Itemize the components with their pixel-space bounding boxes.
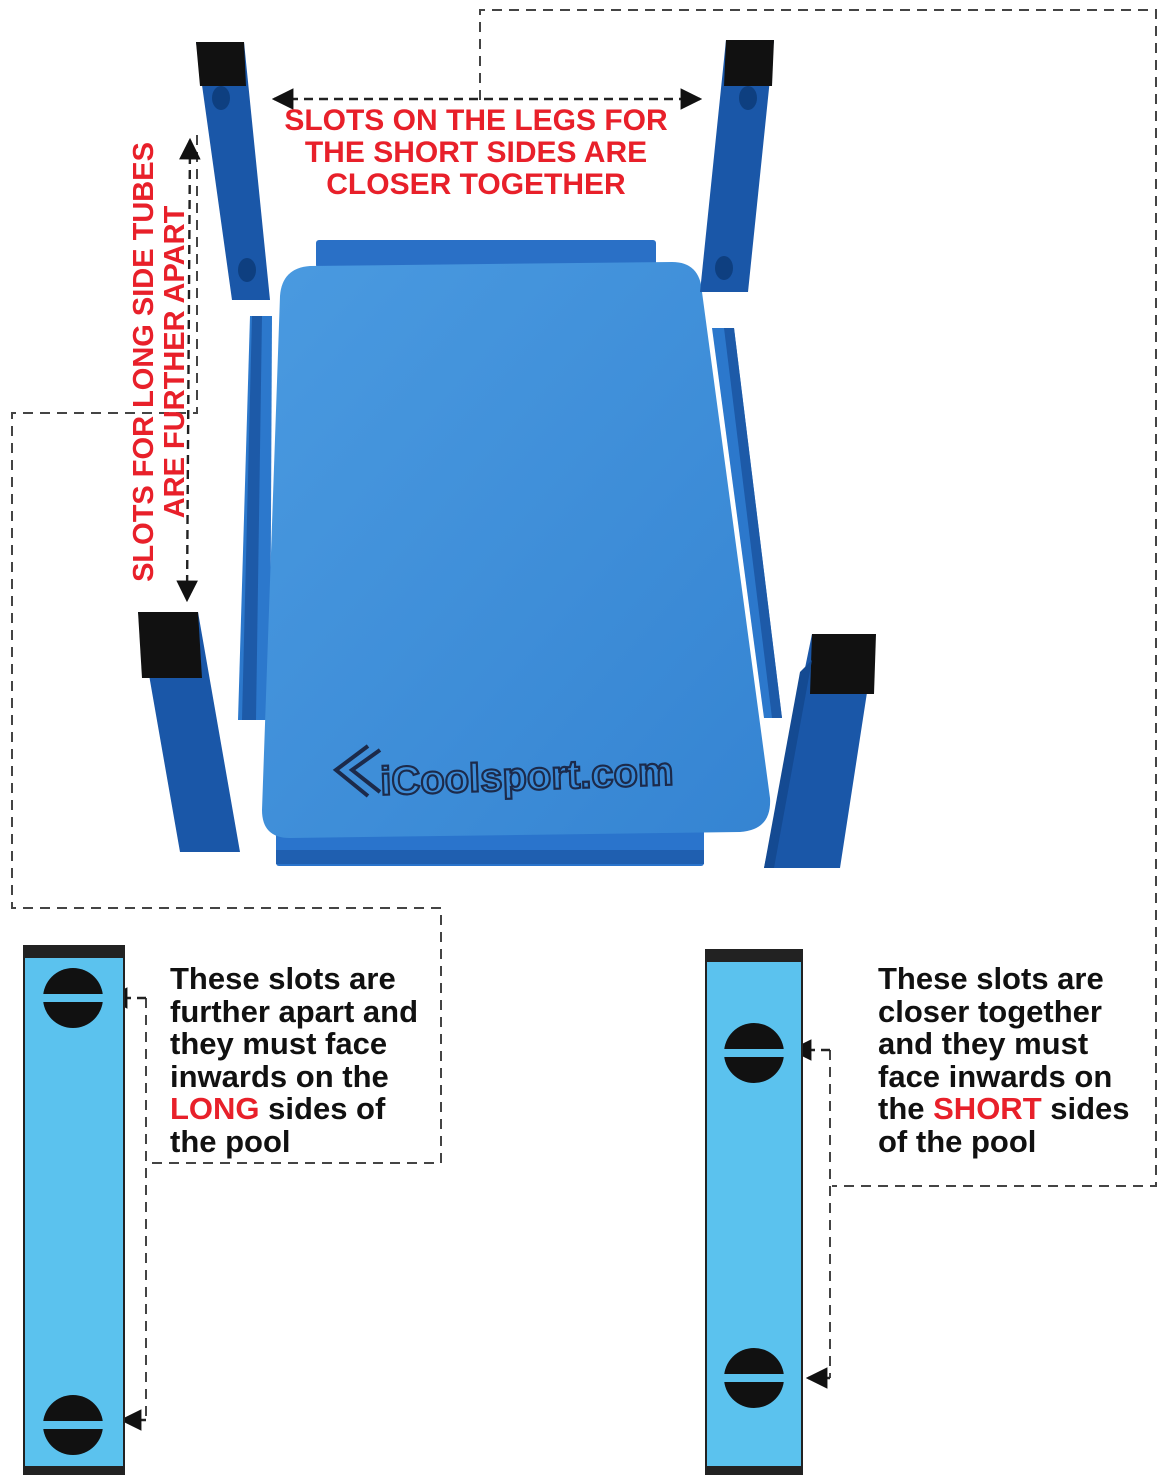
left-note-line-4: inwards on the	[170, 1061, 440, 1094]
left-note-line-5-rest: sides of	[260, 1091, 386, 1126]
top-label-line-3: CLOSER TOGETHER	[326, 168, 626, 201]
leg-back-left	[196, 42, 270, 300]
top-label: SLOTS ON THE LEGS FOR THE SHORT SIDES AR…	[284, 104, 668, 201]
leg-cap-bottom	[24, 1466, 124, 1475]
left-note-line-1: These slots are	[170, 963, 440, 996]
leg-detail-long-sides	[24, 946, 124, 1475]
left-note: These slots are further apart and they m…	[170, 963, 440, 1158]
long-highlight: LONG	[170, 1091, 260, 1126]
side-label-line-1: SLOTS FOR LONG SIDE TUBES	[128, 142, 160, 582]
right-note: These slots are closer together and they…	[878, 963, 1154, 1158]
left-note-line-6: the pool	[170, 1126, 440, 1159]
left-note-line-5: LONG sides of	[170, 1093, 440, 1126]
right-note-line-5: the SHORT sides	[878, 1093, 1154, 1126]
right-note-line-6: of the pool	[878, 1126, 1154, 1159]
side-label: SLOTS FOR LONG SIDE TUBES ARE FURTHER AP…	[128, 142, 191, 582]
leg-cap-top	[24, 946, 124, 958]
right-note-line-1: These slots are	[878, 963, 1154, 996]
leg-front-left	[138, 612, 240, 852]
side-label-line-2: ARE FURTHER APART	[159, 205, 191, 518]
leg-detail-short-sides	[706, 950, 802, 1475]
left-note-line-2: further apart and	[170, 996, 440, 1029]
leg-cap-bottom	[706, 1466, 802, 1475]
top-label-line-2: THE SHORT SIDES ARE	[305, 136, 647, 169]
leg-back-right	[700, 40, 774, 292]
pool-floor	[262, 262, 770, 838]
right-note-line-4: face inwards on	[878, 1061, 1154, 1094]
right-note-line-5-rest: sides	[1042, 1091, 1130, 1126]
leg-front-right	[764, 634, 876, 868]
leg-cap-top	[706, 950, 802, 962]
short-highlight: SHORT	[933, 1091, 1042, 1126]
left-note-line-3: they must face	[170, 1028, 440, 1061]
right-note-line-5-pre: the	[878, 1091, 933, 1126]
top-label-line-1: SLOTS ON THE LEGS FOR	[284, 104, 668, 137]
right-note-line-3: and they must	[878, 1028, 1154, 1061]
right-note-line-2: closer together	[878, 996, 1154, 1029]
